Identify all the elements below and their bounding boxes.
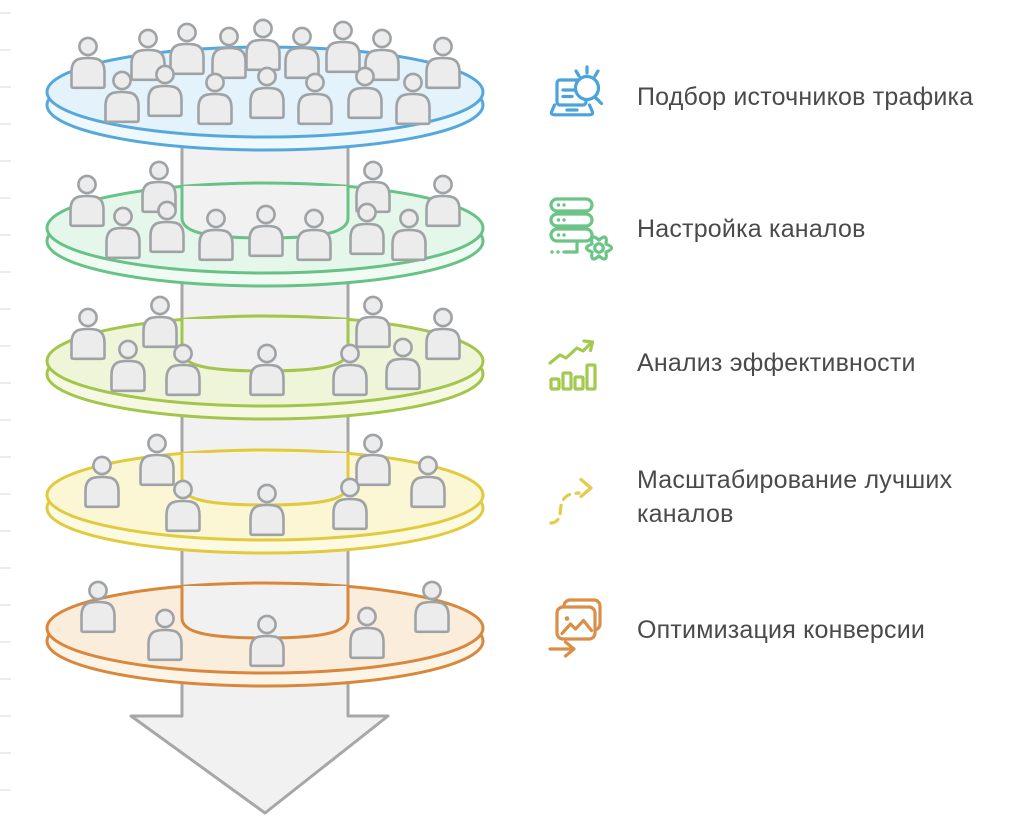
person-icon — [410, 455, 446, 509]
step-channel-setup: Настройка каналов — [548, 196, 866, 262]
person-icon — [347, 66, 383, 120]
person-icon — [249, 66, 285, 120]
step-label: Оптимизация конверсии — [637, 616, 926, 644]
person-icon — [425, 36, 461, 90]
person-icon — [332, 343, 368, 397]
person-icon — [84, 455, 120, 509]
person-icon — [165, 479, 201, 533]
person-icon — [197, 72, 233, 126]
step-label: Анализ эффективности — [637, 349, 916, 377]
person-icon — [110, 339, 146, 393]
funnel-diagram — [45, 18, 485, 815]
step-conversion-optimization: Оптимизация конверсии — [548, 597, 925, 663]
person-icon — [355, 295, 391, 349]
person-icon — [104, 70, 140, 124]
person-icon — [70, 307, 106, 361]
person-icon — [69, 174, 105, 228]
laptop-search-icon — [548, 65, 637, 129]
person-icon — [147, 64, 183, 118]
dashed-arrow-icon — [548, 467, 637, 527]
person-icon — [332, 477, 368, 531]
person-icon — [391, 208, 427, 262]
arrow-shaft-through-disk — [182, 453, 348, 505]
step-traffic-sources: Подбор источников трафика — [548, 65, 973, 129]
images-arrow-icon — [548, 597, 637, 663]
person-icon — [325, 20, 361, 74]
step-label: Подбор источников трафика — [637, 83, 974, 111]
person-icon — [297, 72, 333, 126]
person-icon — [105, 206, 141, 260]
person-icon — [139, 433, 175, 487]
person-icon — [296, 208, 332, 262]
person-icon — [355, 433, 391, 487]
step-label: Настройка каналов — [637, 215, 866, 243]
person-icon — [349, 606, 385, 660]
person-icon — [80, 580, 116, 634]
funnel-layer-stage-1 — [45, 18, 485, 152]
person-icon — [245, 18, 281, 72]
person-icon — [142, 295, 178, 349]
person-icon — [385, 337, 421, 391]
growth-chart-icon — [548, 330, 637, 396]
person-icon — [284, 26, 320, 80]
funnel-layer-stage-3 — [45, 295, 485, 421]
funnel-layer-stage-5 — [45, 580, 485, 688]
person-icon — [249, 483, 285, 537]
person-icon — [165, 343, 201, 397]
step-efficiency-analysis: Анализ эффективности — [548, 330, 916, 396]
arrow-shaft-through-disk — [182, 586, 348, 638]
person-icon — [248, 204, 284, 258]
person-icon — [425, 174, 461, 228]
person-icon — [249, 614, 285, 668]
person-icon — [414, 580, 450, 634]
person-icon — [149, 200, 185, 254]
funnel-layer-stage-4 — [45, 433, 485, 555]
server-gear-icon — [548, 196, 637, 262]
person-icon — [211, 26, 247, 80]
person-icon — [425, 307, 461, 361]
person-icon — [169, 22, 205, 76]
person-icon — [349, 202, 385, 256]
person-icon — [249, 343, 285, 397]
funnel-layer-stage-2 — [45, 160, 485, 288]
person-icon — [198, 208, 234, 262]
person-icon — [395, 72, 431, 126]
person-icon — [70, 36, 106, 90]
person-icon — [147, 608, 183, 662]
